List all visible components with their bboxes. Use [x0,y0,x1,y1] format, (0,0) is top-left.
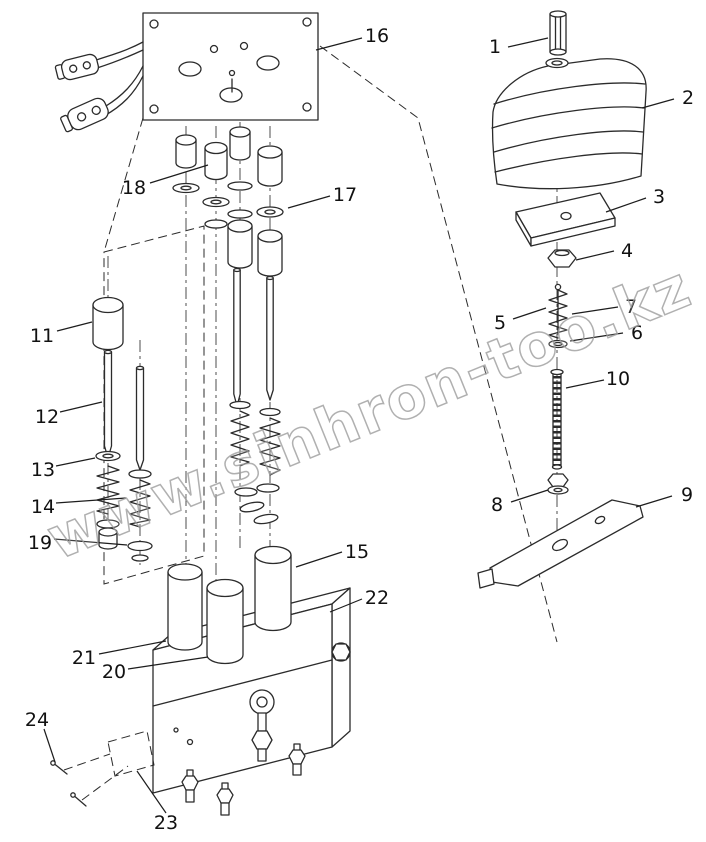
part-label-9: 9 [681,484,693,506]
part-label-15: 15 [345,541,369,563]
part-1-stud [549,10,567,56]
part-label-18: 18 [122,177,146,199]
part-4-nut [547,249,577,268]
part-3-pad [515,192,616,247]
part-label-20: 20 [102,661,126,683]
part-label-23: 23 [154,812,178,834]
part-10-threaded-rod [550,368,564,470]
part-label-16: 16 [365,25,389,47]
part-label-7: 7 [625,296,637,318]
part-label-8: 8 [491,494,503,516]
part-label-1: 1 [489,36,501,58]
part-23-gasket [107,730,155,777]
center-spool-assemblies [229,267,281,525]
second-spool-assembly [127,365,153,562]
part-11-plunger [92,296,124,351]
part-label-2: 2 [682,87,694,109]
part-15-cap [254,545,292,632]
part-label-21: 21 [72,647,96,669]
part-label-10: 10 [606,368,630,390]
part-label-3: 3 [653,186,665,208]
cable-connectors [54,41,144,133]
part-24-screws [50,760,87,807]
part-13-washer [95,450,121,462]
part-9-lever [477,499,644,589]
part-14-spring [96,465,120,515]
part-18-bushing-stack [172,134,230,229]
part-label-11: 11 [30,325,54,347]
part-label-12: 12 [35,406,59,428]
part-20-cap [206,578,244,665]
part-label-24: 24 [25,709,49,731]
connector-plug-upper [54,53,100,81]
part-19-ring [96,519,120,550]
part-label-22: 22 [365,587,389,609]
part-17-seal-stack [227,126,284,277]
part-12-rod [103,349,113,459]
part-21-cap [167,563,203,651]
part-6-washer [548,339,568,349]
part-label-4: 4 [621,240,633,262]
part-16-mounting-plate [142,12,319,121]
part-label-6: 6 [631,322,643,344]
part-7-pin [554,283,562,335]
part-label-17: 17 [333,184,357,206]
part-label-14: 14 [31,496,55,518]
part-8-nut [547,473,569,495]
part-labels: 1 2 3 4 5 6 7 8 9 10 11 12 13 14 15 16 1… [25,25,694,834]
part-2-boot [491,57,647,190]
part-label-13: 13 [31,459,55,481]
part-label-5: 5 [494,312,506,334]
connector-plug-lower [60,97,109,133]
leader-lines [43,37,675,814]
part-label-19: 19 [28,532,52,554]
